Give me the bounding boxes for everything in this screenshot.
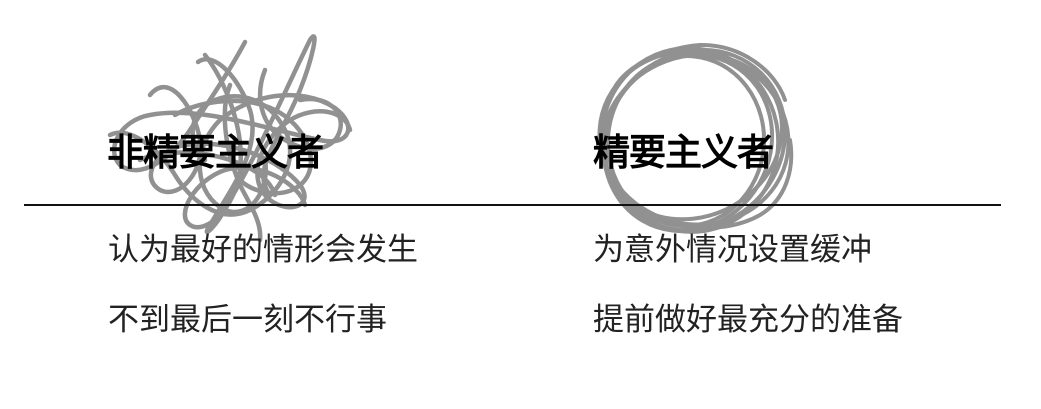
non-essentialist-item-1: 认为最好的情形会发生 (108, 232, 418, 268)
non-essentialist-title: 非精要主义者 (107, 131, 324, 174)
essentialist-title: 精要主义者 (593, 131, 774, 174)
non-essentialist-item-2: 不到最后一刻不行事 (108, 302, 387, 338)
essentialist-item-1: 为意外情况设置缓冲 (593, 232, 872, 268)
horizontal-divider (24, 204, 1001, 206)
essentialist-item-2: 提前做好最充分的准备 (593, 302, 903, 338)
